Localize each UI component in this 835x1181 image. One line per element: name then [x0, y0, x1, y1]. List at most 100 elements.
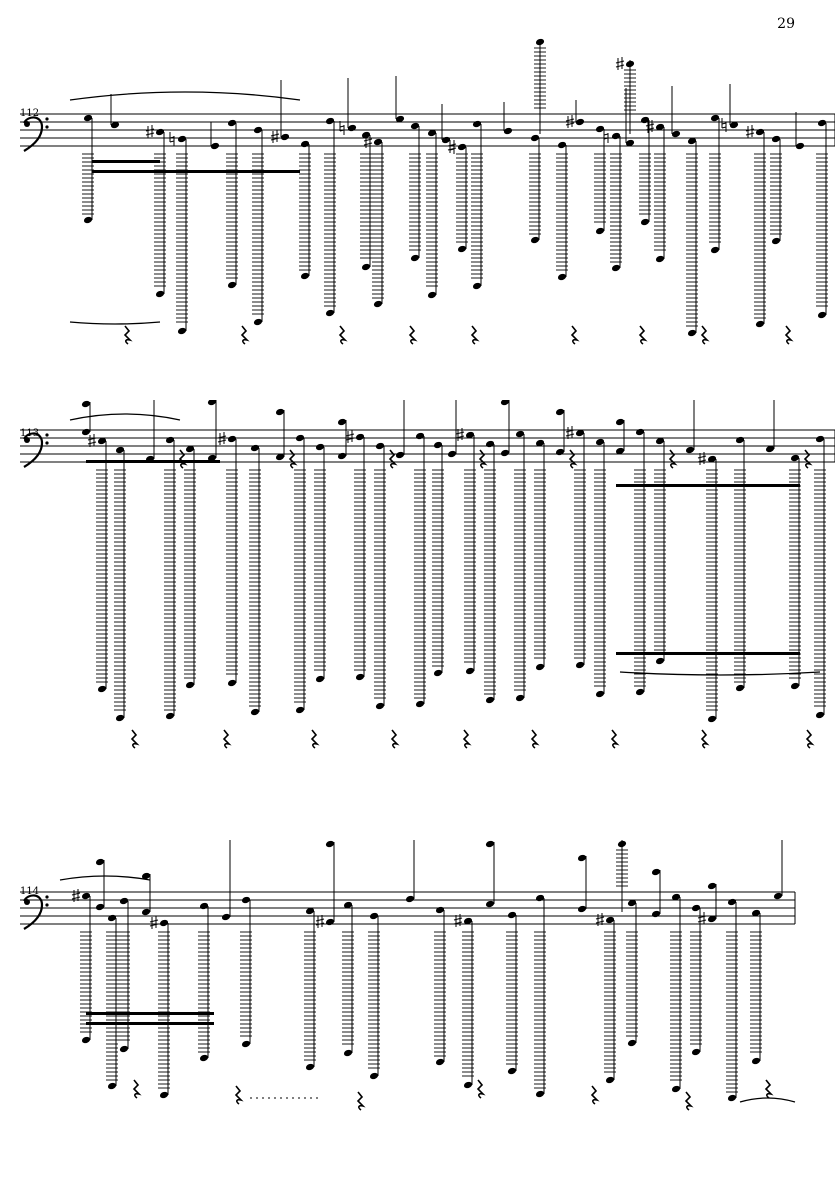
notehead-icon — [771, 237, 781, 245]
notehead-icon — [595, 438, 605, 446]
notehead-icon — [325, 840, 335, 848]
notehead-icon — [515, 430, 525, 438]
notehead-icon — [395, 451, 405, 459]
notehead-icon — [817, 311, 827, 319]
natural-icon — [169, 132, 175, 146]
rest-icon — [784, 325, 794, 345]
sharp-icon — [145, 125, 155, 138]
beam — [92, 170, 300, 173]
rest-icon — [638, 325, 648, 345]
notehead-icon — [815, 711, 825, 719]
notehead-icon — [611, 264, 621, 272]
notehead-icon — [141, 908, 151, 916]
notehead-icon — [325, 309, 335, 317]
notehead-icon — [500, 400, 510, 406]
notehead-icon — [253, 318, 263, 326]
notehead-icon — [457, 245, 467, 253]
notehead-icon — [751, 909, 761, 917]
notehead-icon — [227, 119, 237, 127]
notehead-icon — [325, 918, 335, 926]
notehead-icon — [95, 858, 105, 866]
notehead-icon — [441, 136, 451, 144]
notehead-icon — [815, 435, 825, 443]
notehead-icon — [755, 128, 765, 136]
notehead-icon — [107, 914, 117, 922]
notehead-icon — [615, 418, 625, 426]
notehead-icon — [83, 216, 93, 224]
rest-icon — [234, 1085, 244, 1105]
notehead-icon — [500, 449, 510, 457]
notehead-icon — [691, 1048, 701, 1056]
sharp-icon — [455, 428, 465, 441]
notehead-icon — [535, 663, 545, 671]
notehead-icon — [97, 685, 107, 693]
notehead-icon — [373, 138, 383, 146]
notehead-icon — [707, 455, 717, 463]
sharp-icon — [453, 914, 463, 927]
rest-icon — [478, 449, 488, 469]
notehead-icon — [515, 694, 525, 702]
notehead-icon — [635, 688, 645, 696]
system-113 — [20, 400, 835, 749]
notehead-icon — [241, 896, 251, 904]
notehead-icon — [435, 1058, 445, 1066]
notehead-icon — [535, 1090, 545, 1098]
notehead-icon — [210, 142, 220, 150]
notehead-icon — [615, 447, 625, 455]
notehead-icon — [337, 452, 347, 460]
rest-icon — [570, 325, 580, 345]
sharp-icon — [615, 57, 625, 70]
notehead-icon — [465, 431, 475, 439]
notehead-icon — [710, 246, 720, 254]
notehead-icon — [671, 1085, 681, 1093]
notehead-icon — [472, 120, 482, 128]
bass-clef-icon — [23, 432, 49, 468]
sharp-icon — [565, 115, 575, 128]
rest-icon — [668, 449, 678, 469]
natural-icon — [339, 121, 345, 135]
rest-icon — [803, 449, 813, 469]
rest-icon — [470, 325, 480, 345]
notehead-icon — [81, 400, 91, 408]
notehead-icon — [199, 902, 209, 910]
beam — [86, 1012, 214, 1015]
notehead-icon — [575, 661, 585, 669]
notehead-icon — [295, 706, 305, 714]
rest-icon — [356, 1091, 366, 1111]
notehead-icon — [361, 131, 371, 139]
notehead-icon — [81, 428, 91, 436]
bass-clef-icon — [23, 116, 49, 152]
notehead-icon — [530, 134, 540, 142]
notehead-icon — [687, 329, 697, 337]
notehead-icon — [343, 1049, 353, 1057]
sharp-icon — [71, 889, 81, 902]
notehead-icon — [373, 300, 383, 308]
rest-icon — [700, 729, 710, 749]
notehead-icon — [655, 123, 665, 131]
notehead-icon — [375, 442, 385, 450]
rest-icon — [610, 729, 620, 749]
notehead-icon — [141, 872, 151, 880]
notehead-icon — [369, 1072, 379, 1080]
natural-icon — [721, 118, 727, 132]
notehead-icon — [735, 436, 745, 444]
notehead-icon — [177, 135, 187, 143]
notehead-icon — [275, 453, 285, 461]
notehead-icon — [227, 679, 237, 687]
system-112 — [20, 38, 835, 345]
rest-icon — [764, 1079, 774, 1099]
notehead-icon — [300, 272, 310, 280]
notehead-icon — [300, 140, 310, 148]
notehead-icon — [751, 1057, 761, 1065]
slur — [739, 1097, 796, 1103]
sharp-icon — [315, 915, 325, 928]
notehead-icon — [355, 673, 365, 681]
notehead-icon — [535, 38, 545, 46]
notehead-icon — [605, 916, 615, 924]
notehead-icon — [655, 657, 665, 665]
notehead-icon — [463, 917, 473, 925]
notehead-icon — [507, 911, 517, 919]
natural-icon — [603, 129, 609, 143]
sharp-icon — [697, 912, 707, 925]
beam — [86, 460, 220, 463]
